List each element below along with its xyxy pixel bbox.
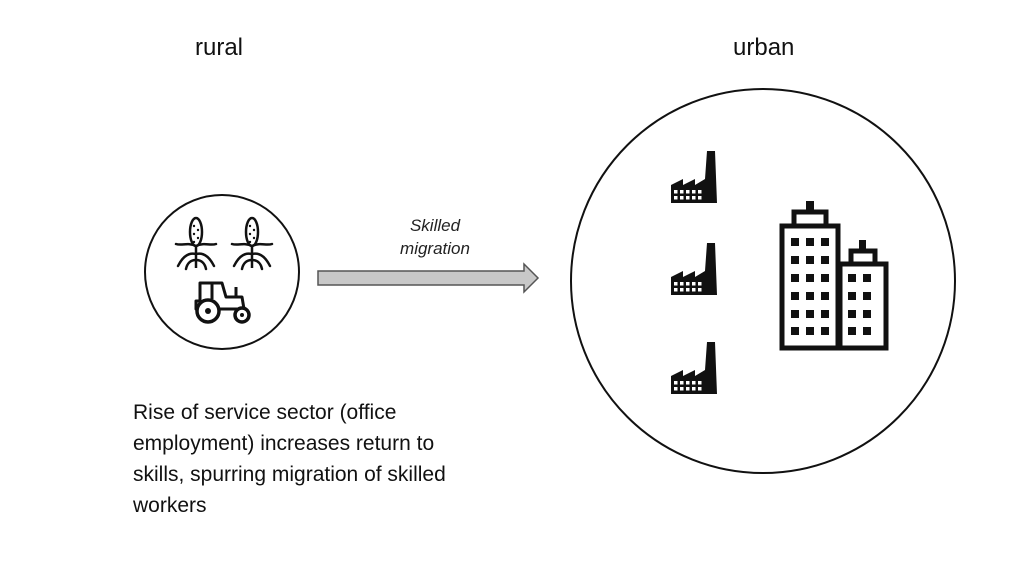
tractor-icon bbox=[194, 281, 251, 324]
office-buildings-icon bbox=[779, 201, 889, 351]
urban-circle bbox=[570, 88, 956, 474]
caption-text: Rise of service sector (office employmen… bbox=[133, 401, 446, 517]
arrow-label-line-1: Skilled bbox=[409, 216, 461, 235]
arrow-label: Skilled migration bbox=[370, 214, 500, 260]
rural-heading: rural bbox=[195, 34, 244, 61]
urban-heading: urban bbox=[733, 34, 795, 61]
arrow-label-line-2: migration bbox=[400, 239, 470, 258]
rural-circle bbox=[144, 194, 300, 350]
migration-arrow bbox=[317, 262, 540, 294]
